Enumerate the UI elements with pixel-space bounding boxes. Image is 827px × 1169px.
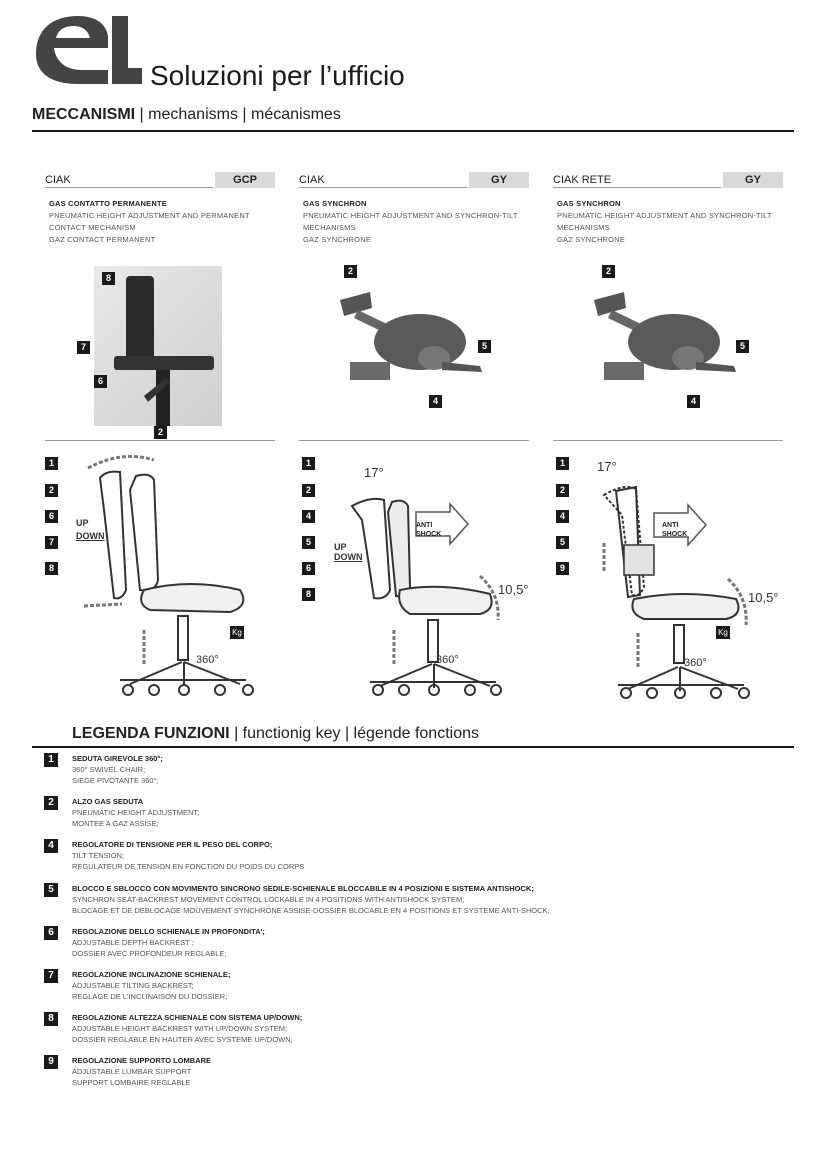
function-1: 1 (45, 457, 58, 470)
up-label: UP (76, 518, 89, 528)
gcp-mechanism-drawing (114, 276, 214, 426)
function-6: 6 (45, 510, 58, 523)
back-angle-label: 17° (364, 465, 384, 480)
function-9: 9 (556, 562, 569, 575)
callout-8: 8 (102, 272, 115, 285)
function-2: 2 (45, 484, 58, 497)
callout-5: 5 (736, 340, 749, 353)
el-logo (36, 16, 142, 84)
function-4: 4 (302, 510, 315, 523)
callout-6: 6 (94, 375, 107, 388)
gcp-mechanism-photo (94, 266, 222, 426)
function-2: 2 (556, 484, 569, 497)
chair-diagram-gy (350, 497, 502, 696)
callout-4: 4 (687, 395, 700, 408)
column-description-3: GAS SYNCHRON PNEUMATIC HEIGHT ADJUSTMENT… (557, 199, 772, 244)
column-header-2: CIAK GY (299, 172, 529, 188)
gy-mechanism-render (340, 292, 482, 380)
callout-7: 7 (77, 341, 90, 354)
function-5: 5 (302, 536, 315, 549)
down-label: DOWN (76, 531, 105, 541)
rotation-label: 360° (436, 654, 459, 666)
model-name: CIAK RETE (553, 174, 612, 186)
callout-2: 2 (344, 265, 357, 278)
column-description-2: GAS SYNCHRON PNEUMATIC HEIGHT ADJUSTMENT… (303, 199, 518, 244)
up-label: UP (334, 542, 347, 552)
kg-icon: Kg (716, 626, 730, 639)
model-code: GY (469, 172, 529, 188)
callout-5: 5 (478, 340, 491, 353)
model-code: GCP (215, 172, 275, 188)
section-title-bold: MECCANISMI (32, 106, 136, 123)
function-1: 1 (556, 457, 569, 470)
function-8: 8 (45, 562, 58, 575)
shock-label: SHOCK (416, 531, 442, 538)
column-header-1: CIAK GCP (45, 172, 275, 188)
seat-angle-label: 10,5° (748, 590, 779, 605)
model-code: GY (723, 172, 783, 188)
rotation-label: 360° (684, 657, 707, 669)
chair-diagram-gy-rete (602, 485, 750, 699)
function-7: 7 (45, 536, 58, 549)
model-name: CIAK (45, 174, 71, 186)
header-rule (32, 130, 794, 132)
legend-rule (32, 746, 794, 748)
section-title: MECCANISMI | mechanisms | mécanismes (32, 106, 341, 124)
model-name: CIAK (299, 174, 325, 186)
anti-label: ANTI (662, 522, 679, 529)
column-header-3: CIAK RETE GY (553, 172, 783, 188)
callout-2: 2 (154, 426, 167, 439)
function-4: 4 (556, 510, 569, 523)
callout-2: 2 (602, 265, 615, 278)
chair-diagram-gcp (83, 454, 254, 696)
back-angle-label: 17° (597, 459, 617, 474)
function-1: 1 (302, 457, 315, 470)
function-6: 6 (302, 562, 315, 575)
shock-label: SHOCK (662, 531, 688, 538)
column-description-1: GAS CONTATTO PERMANENTE PNEUMATIC HEIGHT… (49, 199, 250, 244)
function-2: 2 (302, 484, 315, 497)
legend-title-rest: | functionig key | légende fonctions (229, 725, 479, 742)
seat-angle-label: 10,5° (498, 582, 529, 597)
down-label: DOWN (334, 552, 363, 562)
function-8: 8 (302, 588, 315, 601)
section-title-rest: | mechanisms | mécanismes (135, 106, 341, 123)
legend-title: LEGENDA FUNZIONI | functionig key | lége… (72, 725, 479, 743)
legend-title-bold: LEGENDA FUNZIONI (72, 725, 230, 742)
brand-tagline: Soluzioni per l’ufficio (150, 60, 405, 91)
gy-rete-mechanism-render (594, 292, 736, 380)
function-5: 5 (556, 536, 569, 549)
anti-label: ANTI (416, 522, 433, 529)
callout-4: 4 (429, 395, 442, 408)
kg-icon: Kg (230, 626, 244, 639)
rotation-label: 360° (196, 654, 219, 666)
